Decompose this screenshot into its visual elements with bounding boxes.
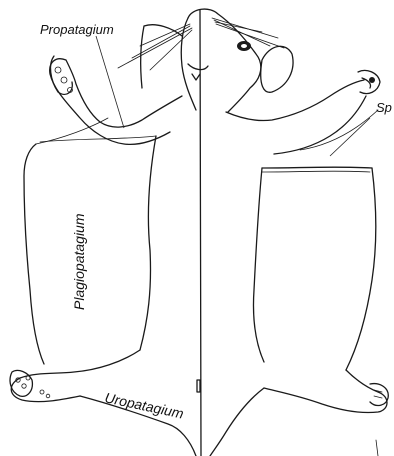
right-wing-edge-double xyxy=(262,171,370,172)
label-uropatagium: Uropatagium xyxy=(103,389,185,421)
right-hand xyxy=(358,70,380,93)
right-body-contour xyxy=(253,168,264,362)
right-tail-line xyxy=(376,440,378,456)
sp-leader xyxy=(330,118,370,156)
eye-icon xyxy=(237,41,251,51)
whiskers xyxy=(118,18,284,70)
left-tail-mark xyxy=(197,380,200,392)
propatagium-leader xyxy=(96,36,124,128)
label-plagiopatagium: Plagiopatagium xyxy=(71,213,87,310)
left-body-contour xyxy=(140,136,156,350)
right-uropatagium-outline xyxy=(210,388,264,456)
left-hand xyxy=(51,56,73,94)
right-plagiopatagium-outline xyxy=(346,168,376,370)
label-propatagium: Propatagium xyxy=(40,22,114,37)
mouth-outline xyxy=(188,64,208,80)
left-plagiopatagium-outline xyxy=(24,144,44,364)
left-foot xyxy=(10,370,50,397)
label-spine-partial: Sp xyxy=(376,100,392,115)
right-arm-outline xyxy=(226,80,364,121)
right-foot xyxy=(370,384,388,406)
right-wing-edge xyxy=(262,167,372,168)
right-hindleg-outline xyxy=(264,370,387,413)
ear-outline xyxy=(261,46,293,92)
